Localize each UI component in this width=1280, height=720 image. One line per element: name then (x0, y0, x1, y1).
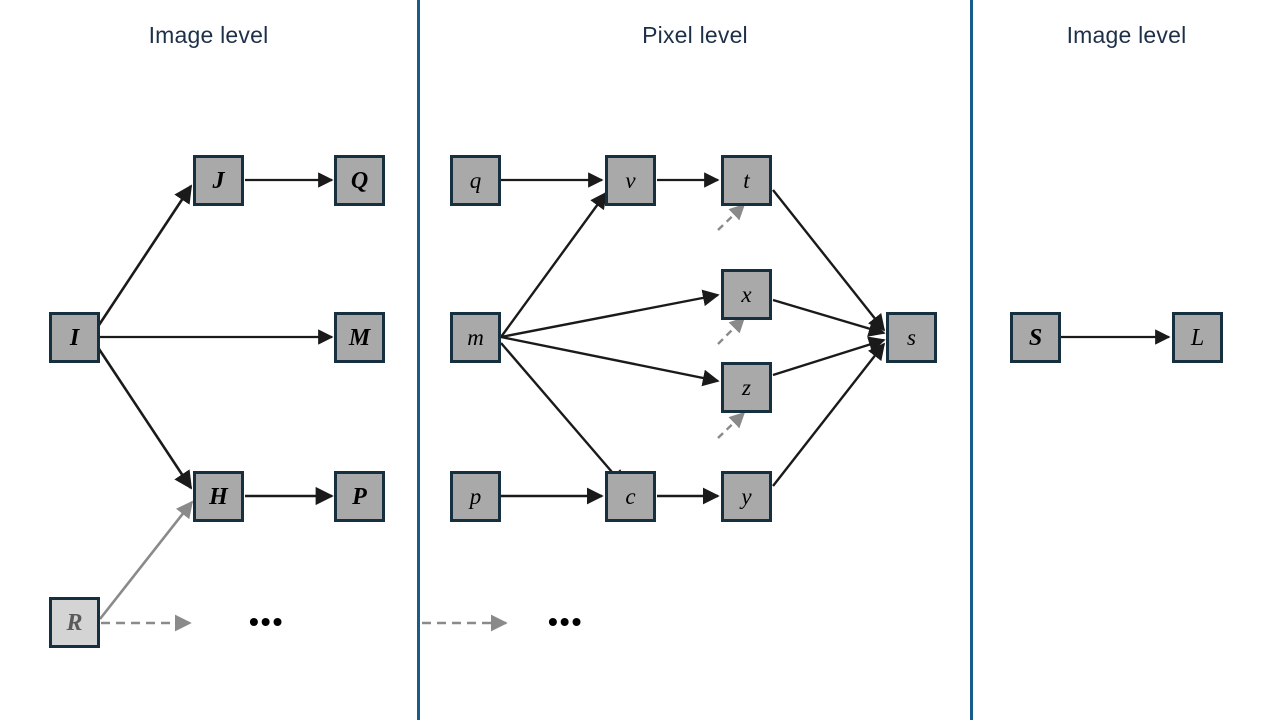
panel-title-middle: Pixel level (642, 22, 748, 48)
edge-I-H (97, 348, 193, 490)
edge-incoming-x (717, 316, 746, 345)
edge-t-s (772, 189, 886, 332)
node-Q[interactable]: Q (334, 155, 385, 206)
edge-m-v (500, 191, 607, 338)
edge-incoming-t (717, 203, 746, 231)
edge-z-s (772, 336, 886, 377)
panel-left-ellipsis: ••• (249, 606, 285, 637)
node-S[interactable]: S (1010, 312, 1061, 363)
node-s[interactable]: s (886, 312, 937, 363)
edge-incoming-z (717, 411, 746, 439)
node-p[interactable]: p (450, 471, 501, 522)
node-c[interactable]: c (605, 471, 656, 522)
node-z[interactable]: z (721, 362, 772, 413)
node-J[interactable]: J (193, 155, 244, 206)
edge-I-J (97, 184, 193, 326)
panel-divider-1 (417, 0, 420, 720)
edge-x-s (772, 298, 886, 337)
node-R[interactable]: R (49, 597, 100, 648)
edge-m-x (500, 289, 720, 339)
node-L[interactable]: L (1172, 312, 1223, 363)
panel-title-right: Image level (1066, 22, 1187, 48)
node-v[interactable]: v (605, 155, 656, 206)
edge-y-s (772, 342, 886, 487)
node-x[interactable]: x (721, 269, 772, 320)
panel-title-left: Image level (148, 22, 269, 48)
panel-divider-2 (970, 0, 973, 720)
edge-m-z (500, 335, 720, 387)
node-t[interactable]: t (721, 155, 772, 206)
node-I[interactable]: I (49, 312, 100, 363)
node-m[interactable]: m (450, 312, 501, 363)
edge-m-c (500, 342, 626, 488)
node-y[interactable]: y (721, 471, 772, 522)
node-M[interactable]: M (334, 312, 385, 363)
node-P[interactable]: P (334, 471, 385, 522)
panel-middle-ellipsis: ••• (548, 606, 584, 637)
node-H[interactable]: H (193, 471, 244, 522)
edge-R-H (98, 500, 194, 620)
node-q[interactable]: q (450, 155, 501, 206)
